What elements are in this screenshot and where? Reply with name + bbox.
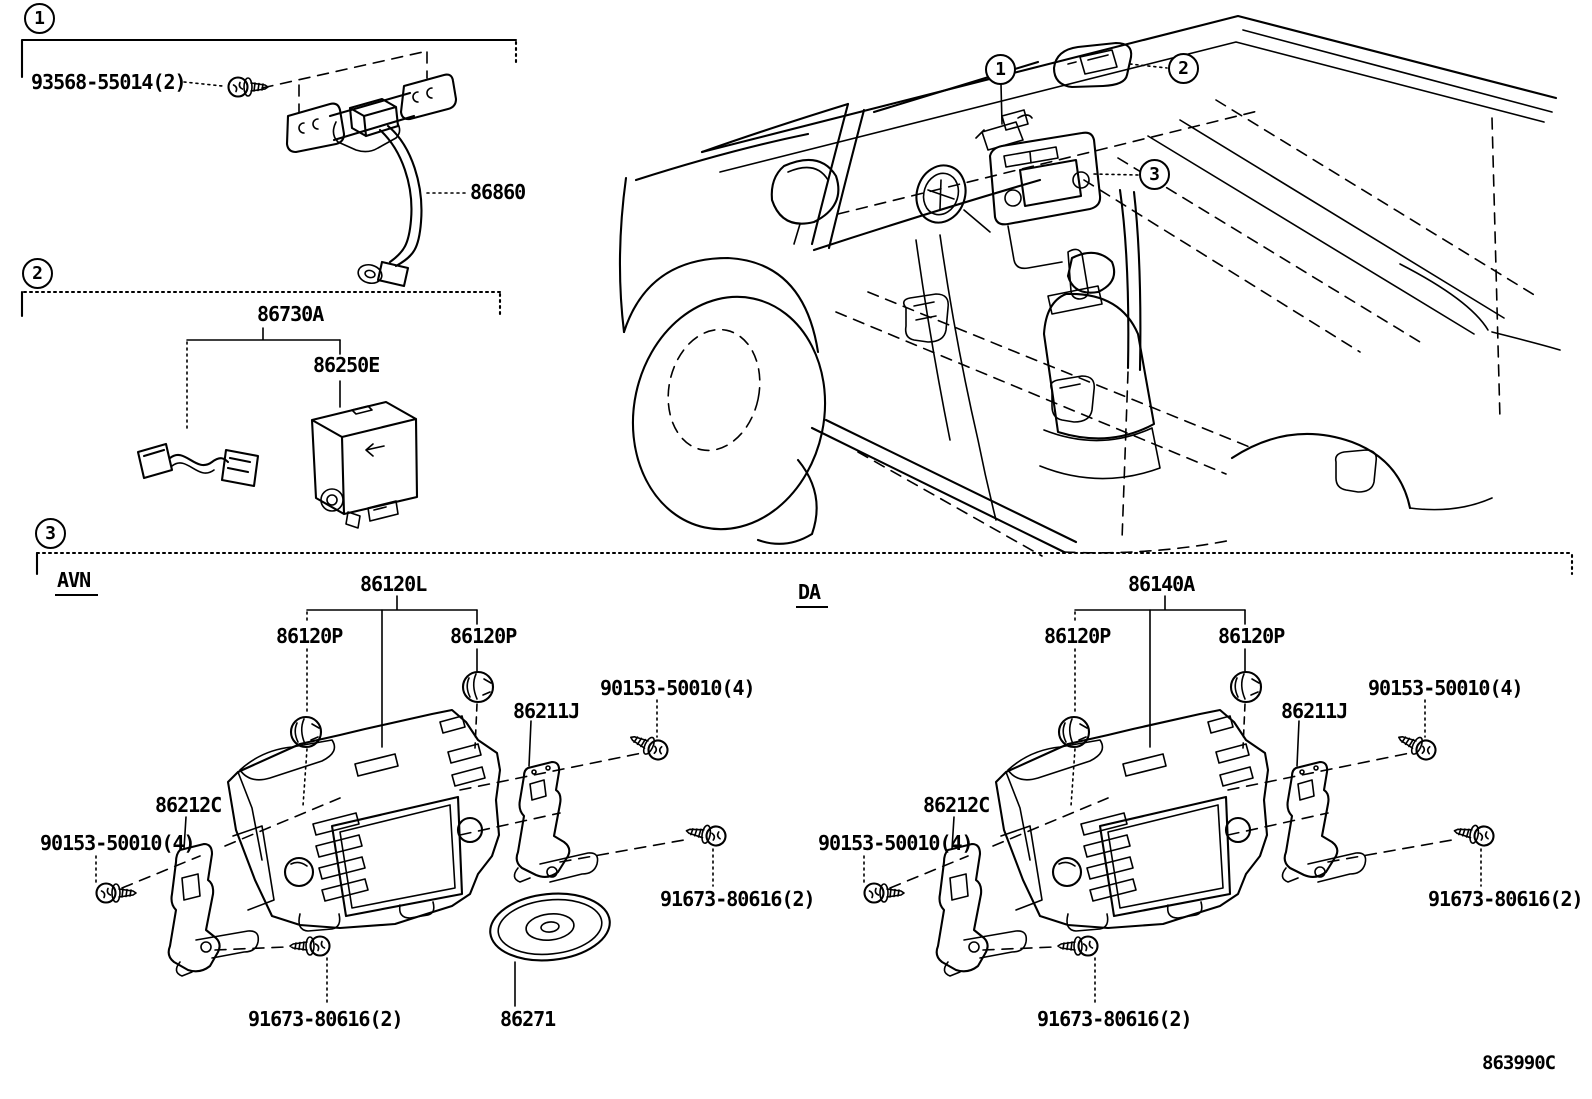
avn-assembly-drawing	[96, 596, 727, 1006]
section1-antenna-drawing	[20, 38, 518, 288]
part-label-da-receiver: 86140A	[1128, 572, 1195, 596]
part-label-da-knob-left: 86120P	[1044, 624, 1111, 648]
part-label-avn-screw-upper: 90153-50010(4)	[600, 676, 756, 700]
part-label-avn-knob-right: 86120P	[450, 624, 517, 648]
part-label-da-knob-right: 86120P	[1218, 624, 1285, 648]
part-label-avn-screw-side: 90153-50010(4)	[40, 831, 196, 855]
part-label-antenna-86860: 86860	[470, 180, 526, 204]
part-label-avn-knob-left: 86120P	[276, 624, 343, 648]
section1-callout: 1	[24, 3, 55, 34]
section2-callout: 2	[22, 258, 53, 289]
part-label-screw-93568: 93568-55014(2)	[31, 70, 187, 94]
variant-label-avn: AVN	[55, 570, 99, 596]
part-label-amplifier-86250e: 86250E	[313, 353, 380, 377]
section3-callout: 3	[35, 518, 66, 549]
part-label-avn-bracket-right: 86211J	[513, 699, 580, 723]
section3-bracket-line	[35, 551, 1574, 576]
car-callout-3: 3	[1139, 159, 1170, 190]
section2-harness-drawing	[20, 290, 502, 529]
part-label-avn-screw-lower: 91673-80616(2)	[248, 1007, 404, 1031]
figure-code: 863990C	[1482, 1052, 1556, 1074]
part-label-avn-disc: 86271	[500, 1007, 556, 1031]
car-callout-1: 1	[985, 54, 1016, 85]
part-label-avn-screw-lower-right: 91673-80616(2)	[660, 887, 816, 911]
part-label-harness-86730a: 86730A	[257, 302, 324, 326]
disc-drawing	[489, 892, 611, 1007]
variant-label-da: DA	[796, 582, 829, 608]
part-label-da-screw-lower: 91673-80616(2)	[1037, 1007, 1193, 1031]
part-label-da-bracket-left: 86212C	[923, 793, 990, 817]
part-label-avn-bracket-left: 86212C	[155, 793, 222, 817]
car-callout-2: 2	[1168, 53, 1199, 84]
part-label-da-screw-side: 90153-50010(4)	[818, 831, 974, 855]
car-illustration	[618, 14, 1561, 557]
part-label-da-bracket-right: 86211J	[1281, 699, 1348, 723]
part-label-avn-receiver: 86120L	[360, 572, 427, 596]
part-label-da-screw-upper: 90153-50010(4)	[1368, 676, 1524, 700]
part-label-da-screw-lower-right: 91673-80616(2)	[1428, 887, 1584, 911]
